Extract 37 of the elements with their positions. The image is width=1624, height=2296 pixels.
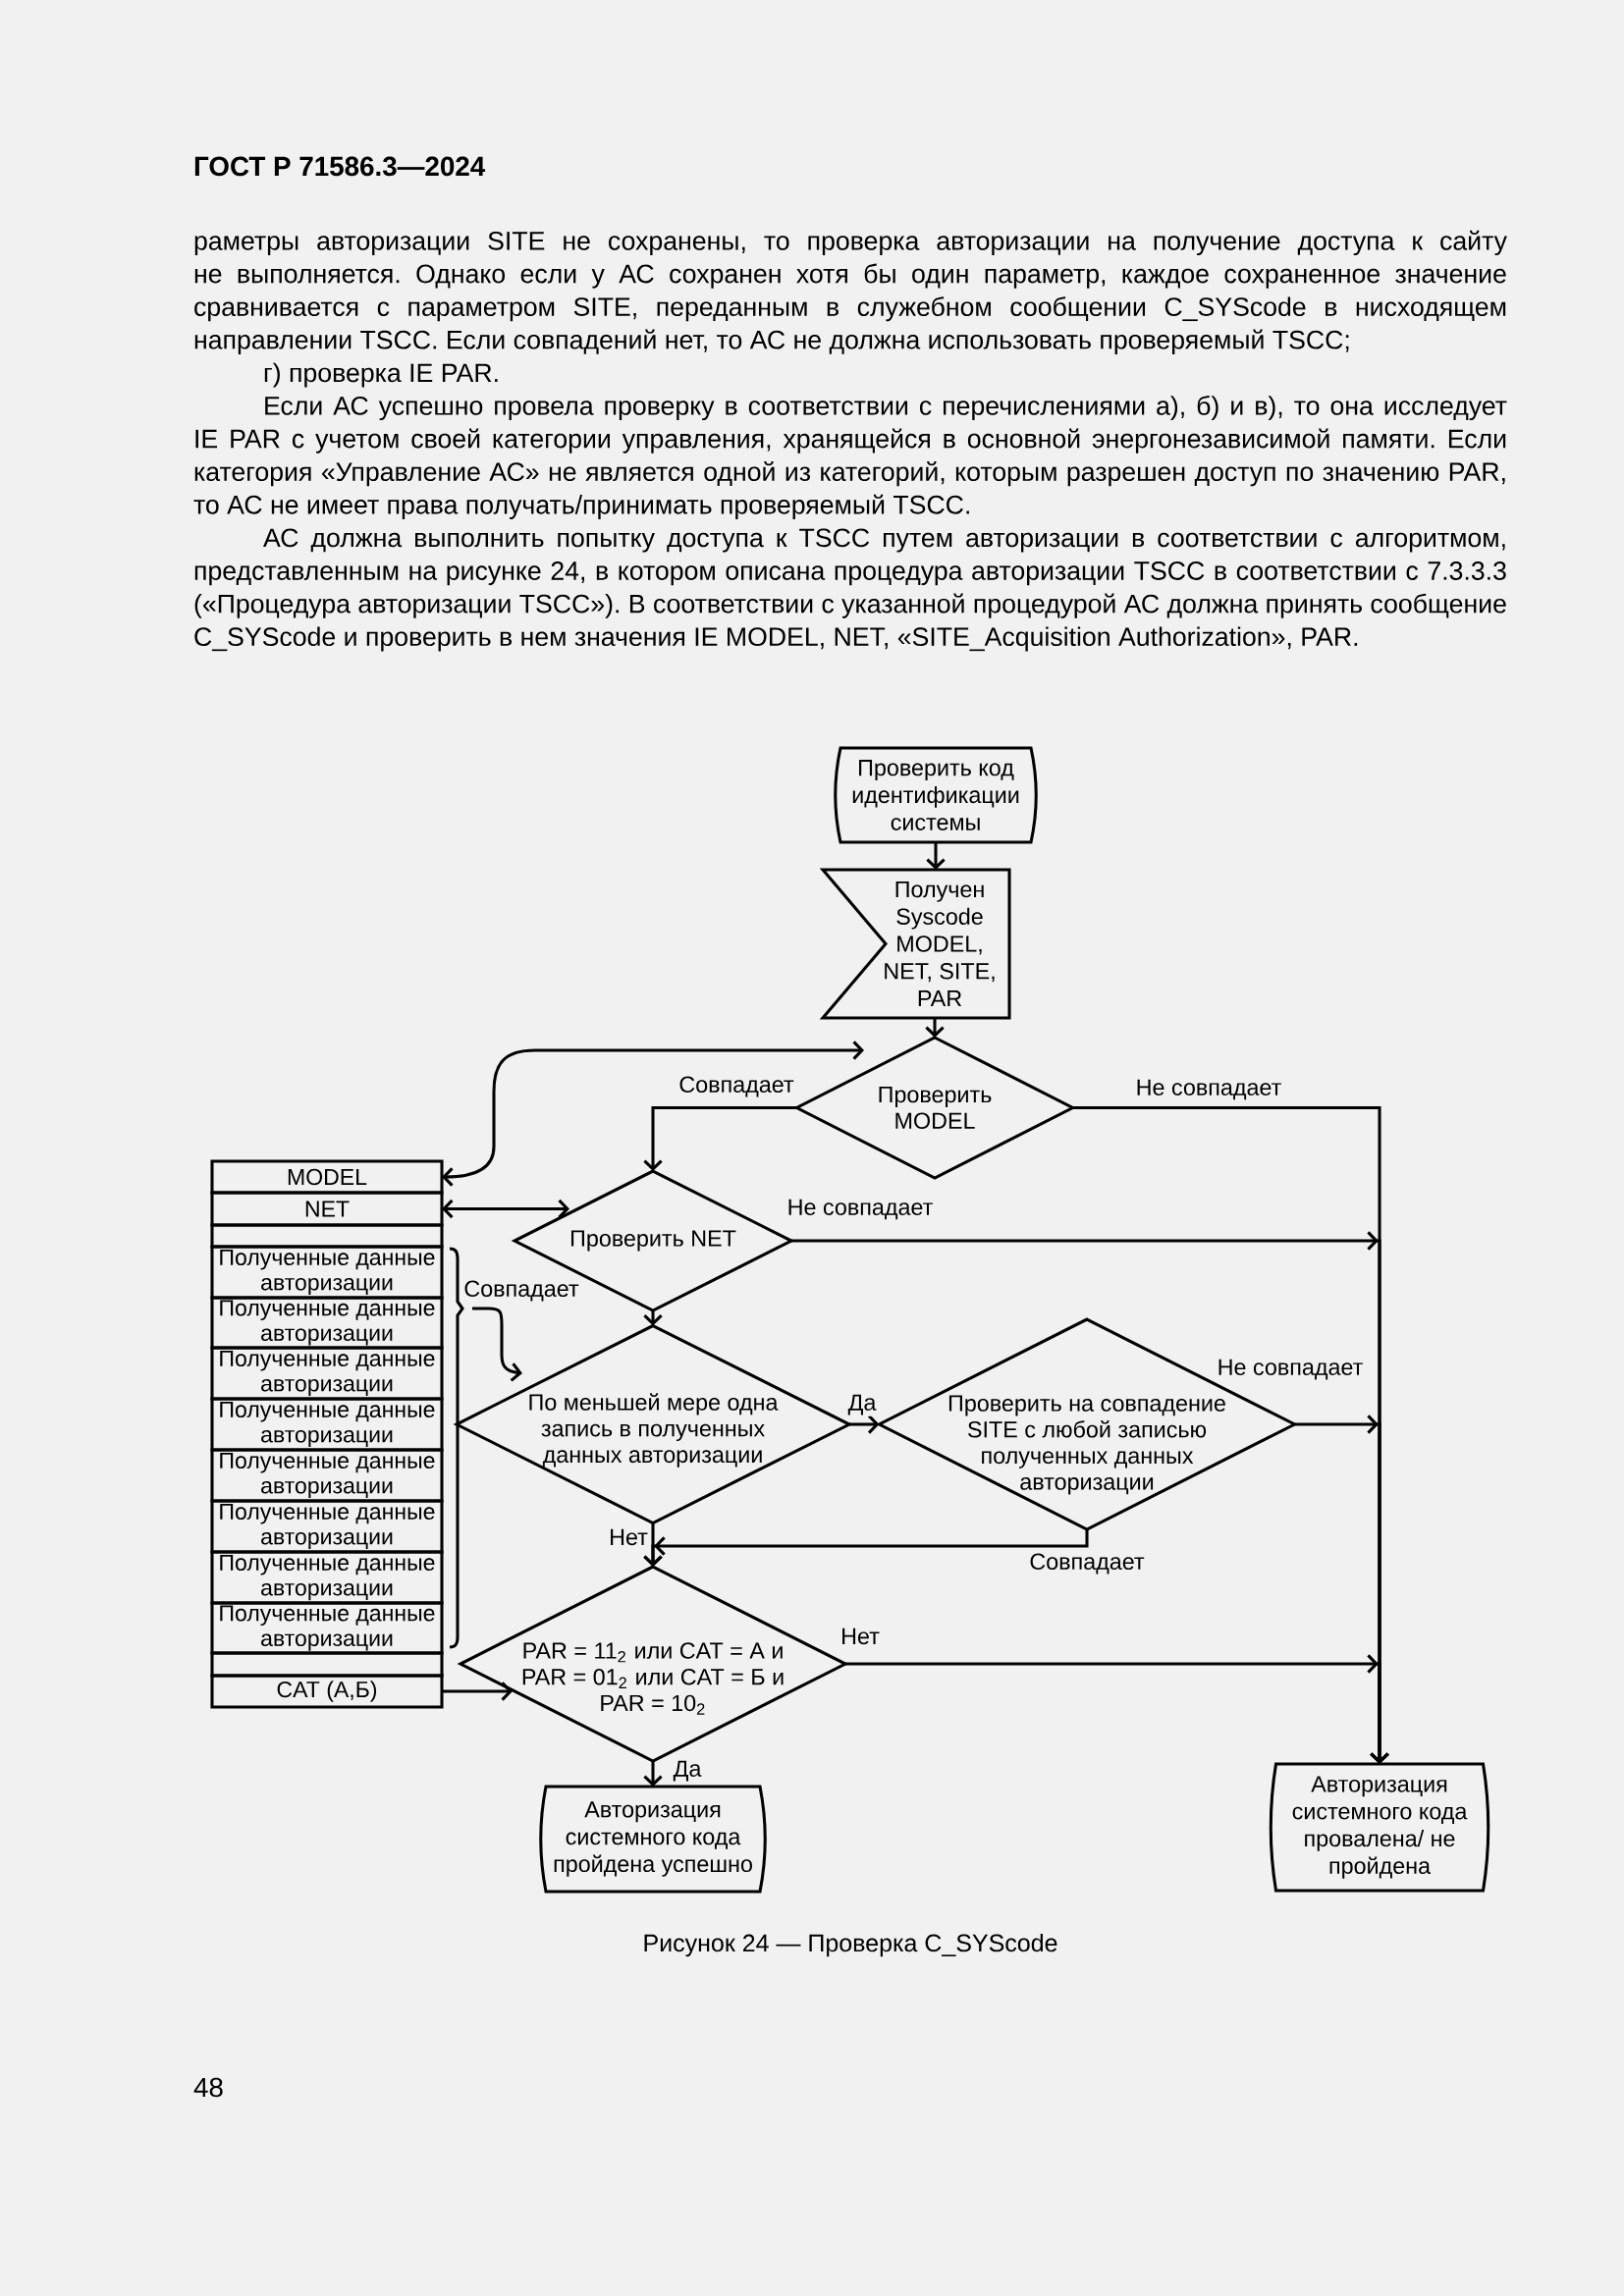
page-header: ГОСТ Р 71586.3—2024 [194, 156, 486, 177]
table-row: Полученные данные авторизации [210, 1296, 444, 1350]
terminal-box: Авторизация системного кода пройдена успешно [539, 1785, 767, 1894]
figure-caption: Рисунок 24 — Проверка C_SYScode [644, 1933, 1057, 1957]
arrow [643, 1106, 797, 1171]
terminal-box: Проверить код идентификации системы [834, 746, 1038, 844]
double-arrow [442, 1041, 864, 1187]
edge-label: Да [846, 1393, 878, 1416]
edge-label: Не совпадает [1134, 1078, 1283, 1101]
table-row: Полученные данные авторизации [210, 1245, 444, 1300]
table-row: Полученные данные авторизации [210, 1601, 444, 1655]
terminal-box: Авторизация системного кода провалена/ не пройдена [1269, 1762, 1490, 1893]
paragraph: Если АС успешно провела проверку в соответствии с перечислениями а), б) и в), то она исследует IE PAR с учетом своей категории управления, хранящейся в основной энергонезависимой памяти. Если категория «Управление АС» не является одной из категорий, которым разрешен доступ по значению PAR, то АС не имеет права получать/принимать проверяемый TSCC. [193, 396, 1507, 519]
paragraph: раметры авторизации SITE не сохранены, то проверка авторизации на получение доступа к сайту не выполняется. Однако если у АС сохранен хотя бы один параметр, каждое сохраненное значение сравнивается с параметром SITE, переданным в служебном сообщении C_SYScode в нисходящем направлении TSCC. Если совпадений нет, то АС не должна использовать проверяемый TSCC; [194, 230, 1507, 354]
arrow [926, 842, 946, 870]
page-number: 48 [193, 2077, 223, 2098]
table-row: Полученные данные авторизации [210, 1499, 444, 1554]
arrow [442, 1682, 513, 1701]
arrow [845, 1654, 1389, 1765]
table-row: Полученные данные авторизации [210, 1550, 444, 1605]
table-row: NET [210, 1191, 444, 1227]
receive-signal-box: Получен Syscode MODEL, NET, SITE, PAR [819, 868, 1011, 1020]
paragraph: г) проверка IE PAR. [264, 362, 498, 388]
arrow [472, 1307, 522, 1382]
paragraph: АС должна выполнить попытку доступа к TSCC путем авторизации в соответствии с алгоритмом, представленным на рисунке 24, в котором описана процедура авторизации TSCC в соответствии с 7.3.3.3 («Процедура авторизации TSCC»). В соответствии с указанной процедурой АС должна принять сообщение C_SYScode и проверить в нем значения IE MODEL, NET, «SITE_Acquisition Authorization», PAR. [194, 528, 1506, 652]
arrow [643, 1761, 663, 1787]
table-row: MODEL [210, 1159, 444, 1195]
arrow [849, 1415, 880, 1434]
table-row: Полученные данные авторизации [210, 1346, 444, 1401]
edge-label: Нет [607, 1527, 650, 1547]
table-row: Полученные данные авторизации [210, 1397, 444, 1452]
double-arrow [442, 1199, 570, 1219]
table-row: Полученные данные авторизации [210, 1448, 444, 1503]
table-row: CAT (А,Б) [210, 1674, 444, 1709]
arrow [643, 1522, 663, 1568]
edge-label: Совпадает [1027, 1552, 1147, 1575]
edge-label: Совпадает [677, 1075, 796, 1098]
